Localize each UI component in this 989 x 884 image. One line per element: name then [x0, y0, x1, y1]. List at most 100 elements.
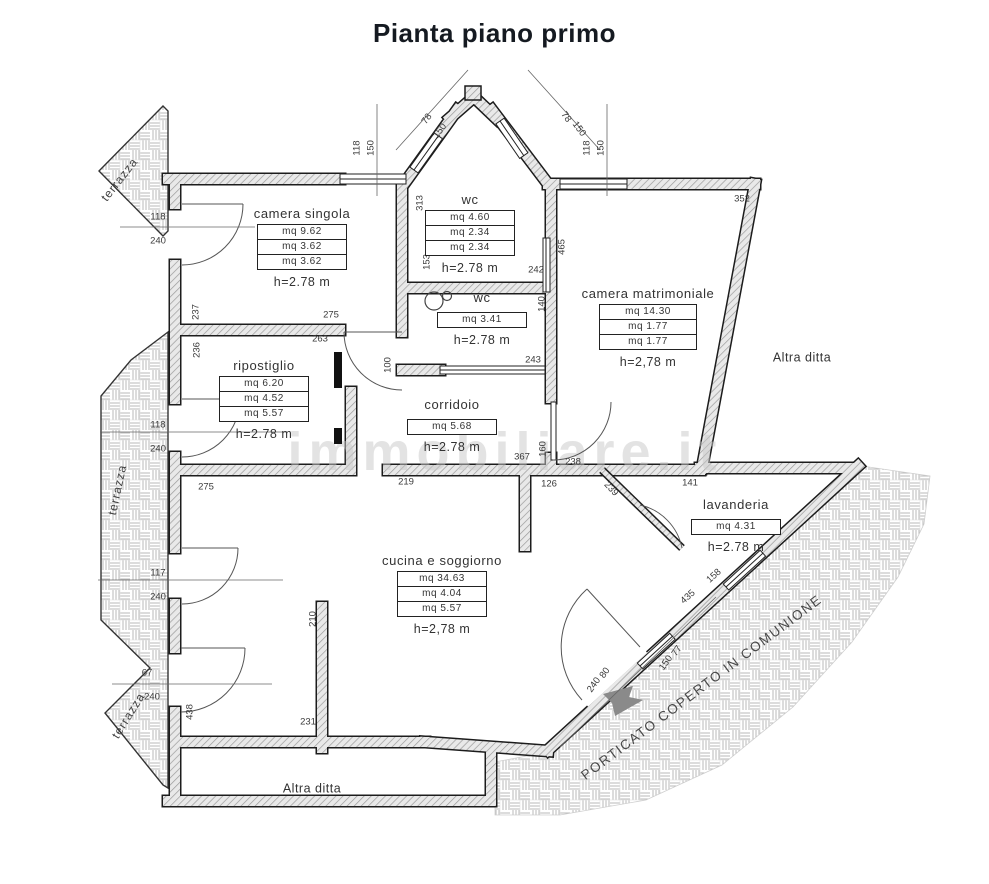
- area-value: mq 4.52: [219, 391, 309, 407]
- area-value: mq 4.04: [397, 586, 487, 602]
- area-value: mq 1.77: [599, 334, 697, 350]
- room-label-wc-2: wc mq 3.41 h=2.78 m: [427, 290, 537, 347]
- area-value: mq 2.34: [425, 225, 515, 241]
- dimension-label: 160: [538, 441, 549, 457]
- room-name: cucina e soggiorno: [382, 553, 502, 568]
- room-name: lavanderia: [703, 497, 769, 512]
- room-name: corridoio: [424, 397, 480, 412]
- dimension-label: 275: [323, 310, 339, 321]
- room-name: camera matrimoniale: [581, 286, 715, 301]
- area-value: mq 3.41: [437, 312, 527, 328]
- dimension-label: 238: [565, 457, 581, 468]
- door-jamb: [334, 428, 342, 444]
- room-label-camera-matrimoniale: camera matrimoniale mq 14.30 mq 1.77 mq …: [578, 286, 718, 369]
- dimension-label: 77: [669, 644, 684, 659]
- door-gap: [575, 639, 648, 707]
- dimension-label: 150: [570, 119, 588, 138]
- room-height: h=2.78 m: [453, 333, 511, 347]
- area-table: mq 34.63 mq 4.04 mq 5.57: [397, 571, 487, 617]
- dimension-label: 243: [525, 355, 541, 366]
- terrace-left-strip: [100, 330, 169, 790]
- dimension-label: 237: [191, 304, 202, 320]
- room-height: h=2.78 m: [235, 427, 293, 441]
- dimension-label: 141: [682, 478, 698, 489]
- dimension-label: 313: [415, 195, 426, 211]
- wc-fixture-icon: [441, 290, 453, 302]
- watermark-text: immobiliare.it: [287, 422, 722, 482]
- room-height: h=2.78 m: [441, 261, 499, 275]
- area-table: mq 5.68: [407, 419, 497, 435]
- dimension-label: 100: [383, 357, 394, 373]
- thin-partition: [599, 467, 685, 551]
- wc-fixture-icon: [424, 291, 444, 311]
- dimension-labels: 118 150 78 150 78 150 118 150 352 313 46…: [142, 109, 750, 727]
- area-table: mq 14.30 mq 1.77 mq 1.77: [599, 304, 697, 350]
- room-name: camera singola: [253, 206, 351, 221]
- dimension-label: 263: [312, 334, 328, 345]
- dimension-label: 219: [398, 477, 414, 488]
- area-value: mq 5.57: [397, 601, 487, 617]
- roof-peak-notch: [464, 85, 482, 101]
- dimension-label: 352: [734, 194, 750, 205]
- area-value: mq 6.20: [219, 376, 309, 392]
- dimension-label: 236: [192, 342, 203, 358]
- dimension-label: 438: [185, 704, 196, 720]
- room-label-lavanderia: lavanderia mq 4.31 h=2.78 m: [681, 497, 791, 554]
- area-value: mq 3.62: [257, 239, 347, 255]
- room-name: wc: [473, 290, 491, 305]
- dimension-label: 140: [537, 296, 548, 312]
- dimension-label: 158: [704, 567, 723, 586]
- area-value: mq 4.31: [691, 519, 781, 535]
- room-name: ripostiglio: [233, 358, 295, 373]
- terrace-top-left: [98, 105, 169, 237]
- area-value: mq 9.62: [257, 224, 347, 240]
- dimension-label: 80: [597, 666, 612, 681]
- dimension-label: 465: [557, 239, 568, 255]
- page-title: Pianta piano primo: [372, 18, 617, 48]
- dimension-lines: [98, 69, 717, 748]
- dimension-label: 118: [150, 212, 165, 223]
- area-table: mq 4.60 mq 2.34 mq 2.34: [425, 210, 515, 256]
- area-value: mq 5.68: [407, 419, 497, 435]
- dimension-label: 240: [150, 592, 166, 603]
- area-table: mq 9.62 mq 3.62 mq 3.62: [257, 224, 347, 270]
- room-height: h=2.78 m: [707, 540, 765, 554]
- dimension-label: 242: [528, 265, 544, 276]
- area-table: mq 3.41: [437, 312, 527, 328]
- dimension-label: 78: [558, 109, 573, 124]
- room-height: h=2,78 m: [619, 355, 677, 369]
- area-value: mq 14.30: [599, 304, 697, 320]
- room-label-corridoio: corridoio mq 5.68 h=2.78 m: [397, 397, 507, 454]
- room-height: h=2.78 m: [273, 275, 331, 289]
- door-jamb: [334, 352, 342, 388]
- dimension-label: 118: [150, 420, 165, 431]
- dimension-label: 150: [596, 140, 607, 156]
- windows-layer: [339, 117, 767, 670]
- room-label-wc-1: wc mq 4.60 mq 2.34 mq 2.34 h=2.78 m: [415, 192, 525, 275]
- area-value: mq 4.60: [425, 210, 515, 226]
- dimension-label: 67: [142, 668, 153, 679]
- dimension-label: 275: [198, 482, 214, 493]
- dimension-label: 126: [541, 479, 557, 490]
- fixtures-layer: [334, 290, 643, 716]
- dimension-label: 118: [352, 140, 363, 155]
- altra-ditta-bottom-label: Altra ditta: [283, 781, 341, 795]
- area-value: mq 5.57: [219, 406, 309, 422]
- dimension-label: 118: [582, 140, 593, 155]
- dimension-label: 435: [678, 588, 697, 607]
- area-table: mq 4.31: [691, 519, 781, 535]
- entrance-arrow-icon: [603, 686, 643, 716]
- dimension-label: 150: [366, 140, 377, 156]
- dimension-label: 240: [144, 692, 160, 703]
- altra-ditta-right-label: Altra ditta: [773, 350, 831, 364]
- dimension-label: 240: [150, 444, 166, 455]
- room-height: h=2.78 m: [423, 440, 481, 454]
- area-value: mq 34.63: [397, 571, 487, 587]
- doors-layer: [180, 203, 683, 713]
- dimension-label: 117: [150, 568, 165, 579]
- walls-layer: [168, 85, 858, 801]
- dimension-label: 210: [308, 611, 319, 627]
- room-label-camera-singola: camera singola mq 9.62 mq 3.62 mq 3.62 h…: [247, 206, 357, 289]
